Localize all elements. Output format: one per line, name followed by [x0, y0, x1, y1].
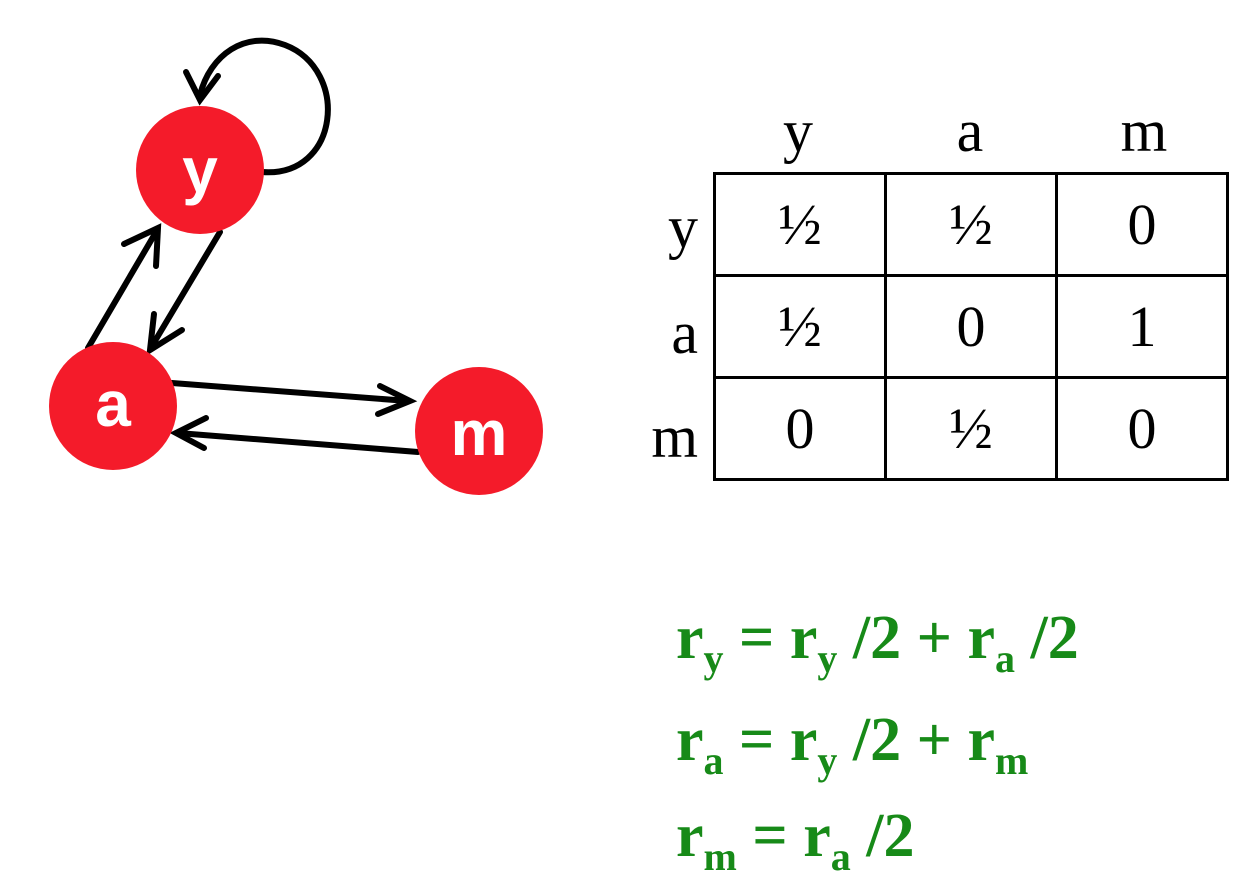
eq-lhs: r	[676, 706, 704, 774]
eq-subscript: m	[994, 738, 1029, 783]
matrix-cell: 0	[713, 376, 887, 481]
graph-diagram: y a m	[49, 37, 543, 495]
eq-subscript: a	[994, 636, 1015, 681]
arrowhead-y-to-y	[183, 69, 221, 106]
eq-lhs: r	[676, 604, 704, 672]
eq-subscript: y	[817, 636, 838, 681]
eq-subscript: y	[817, 738, 838, 783]
edge-y-to-y	[197, 37, 331, 176]
edge-a-to-y	[85, 229, 159, 351]
matrix-cell: 0	[1055, 172, 1229, 277]
transition-matrix: ½ ½ 0 ½ 0 1 0 ½ 0	[713, 172, 1229, 481]
eq-term: /2 + r	[837, 604, 995, 672]
matrix-row-m: 0 ½ 0	[713, 376, 1229, 481]
equation-r-y: ry = ry /2 + ra /2	[676, 598, 1079, 681]
arrowhead-a-to-y	[121, 223, 162, 269]
matrix-row-header-y: y	[668, 194, 698, 260]
eq-term: = r	[723, 604, 818, 672]
matrix-cell: ½	[884, 376, 1058, 481]
matrix-row-a: ½ 0 1	[713, 274, 1229, 379]
eq-term: /2	[1014, 604, 1079, 672]
matrix-cell: ½	[713, 172, 887, 277]
eq-lhs-subscript: y	[703, 636, 724, 681]
node-m-label: m	[451, 397, 508, 469]
node-m: m	[415, 367, 543, 495]
edge-y-to-a	[149, 229, 223, 349]
edge-m-to-a	[175, 430, 421, 455]
eq-subscript: a	[830, 834, 851, 879]
arrowhead-y-to-a	[146, 311, 185, 356]
matrix-cell: 1	[1055, 274, 1229, 379]
node-y: y	[136, 106, 264, 234]
node-a-label: a	[95, 368, 131, 440]
matrix-col-header-y: y	[783, 98, 813, 164]
matrix-row-y: ½ ½ 0	[713, 172, 1229, 277]
matrix-cell: 0	[884, 274, 1058, 379]
node-y-label: y	[182, 134, 218, 206]
arrowhead-m-to-a	[169, 415, 209, 451]
arrowhead-a-to-m	[375, 383, 418, 417]
eq-lhs-subscript: a	[703, 738, 724, 783]
equation-r-m: rm = ra /2	[676, 796, 915, 879]
matrix-cell: 0	[1055, 376, 1229, 481]
edge-a-to-m	[169, 380, 411, 404]
eq-term: /2 + r	[837, 706, 995, 774]
eq-term: = r	[736, 802, 831, 870]
matrix-cell: ½	[884, 172, 1058, 277]
matrix-row-header-a: a	[671, 300, 698, 366]
matrix-col-header-m: m	[1120, 98, 1168, 164]
eq-term: = r	[723, 706, 818, 774]
matrix-col-header-a: a	[956, 98, 984, 164]
node-a: a	[49, 342, 177, 470]
eq-lhs-subscript: m	[703, 834, 737, 879]
matrix-cell: ½	[713, 274, 887, 379]
equation-r-a: ra = ry /2 + rm	[676, 700, 1029, 783]
eq-term: /2	[850, 802, 915, 870]
eq-lhs: r	[676, 802, 704, 870]
matrix-row-header-m: m	[651, 404, 698, 470]
